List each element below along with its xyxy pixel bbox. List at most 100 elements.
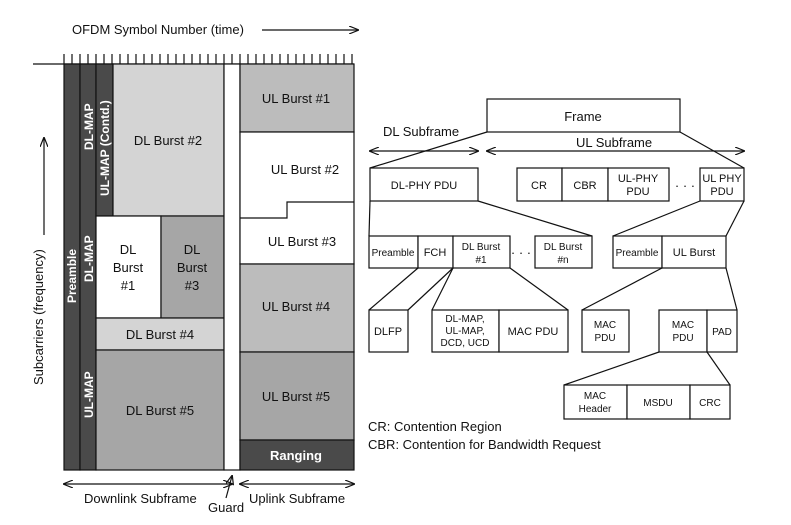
frame-to-dl-line <box>369 131 488 169</box>
tick-marks <box>63 54 353 64</box>
mac-pdu-a-line2: PDU <box>594 333 615 344</box>
ul-phy-right-line <box>725 200 745 237</box>
legend-cbr: CBR: Contention for Bandwidth Request <box>368 437 601 452</box>
dl-map-label: DL-MAP <box>82 103 96 150</box>
fch-box <box>417 235 454 269</box>
pad-label: PAD <box>712 327 732 338</box>
frame-box <box>486 98 681 133</box>
ul-burst-1-label: UL Burst #1 <box>262 91 330 106</box>
dl-dots: · · · <box>511 245 531 260</box>
ul-preamble-label: Preamble <box>616 248 659 259</box>
uplink-frame: UL Burst #1 UL Burst #2 UL Burst #3 UL B… <box>239 63 355 471</box>
cr-label: CR <box>531 180 547 192</box>
dl-burst-1-line1: DL <box>120 242 137 257</box>
cbr-box <box>561 167 609 202</box>
dlfp-label: DLFP <box>374 326 402 338</box>
crc-box <box>689 384 731 420</box>
ul-map-label: UL-MAP <box>82 371 96 418</box>
dl-burst-n-line1: DL Burst <box>544 242 583 253</box>
dl-map-group-line3: DCD, UCD <box>441 338 490 349</box>
msdu-label: MSDU <box>643 398 672 409</box>
ul-phy-left-line <box>612 200 701 237</box>
ul-burst-2-3-area <box>239 131 355 265</box>
ul-burst-box-label: UL Burst <box>673 247 715 259</box>
freq-axis-label: Subcarriers (frequency) <box>31 249 46 385</box>
ulburst-left-line <box>581 267 663 311</box>
dl-burst-1-box-line2: #1 <box>475 255 487 266</box>
ul-burst-2-label: UL Burst #2 <box>271 162 339 177</box>
guard-pointer <box>225 476 232 499</box>
ul-phy-pdu-n-box <box>699 167 745 202</box>
downlink-frame: Preamble DL-MAP DL-MAP UL-MAP UL-MAP (Co… <box>63 63 241 471</box>
dl-burst-1-line2: Burst <box>113 260 144 275</box>
ul-burst-box <box>661 235 727 269</box>
dl-phy-pdu-label: DL-PHY PDU <box>391 180 457 192</box>
ul-phy-pdu-1-line2: PDU <box>626 186 649 198</box>
frame-to-ul-line <box>679 131 745 169</box>
mac-pdu-b-line2: PDU <box>672 333 693 344</box>
cr-box <box>516 167 563 202</box>
dl-map-group-line2: UL-MAP, <box>445 326 484 337</box>
dl-burst-3 <box>160 215 225 319</box>
dl-burst-2 <box>112 63 225 217</box>
dl-preamble-label: Preamble <box>372 248 415 259</box>
fch-right-line <box>407 267 454 311</box>
dl-phy-pdu-box <box>369 167 479 202</box>
dl-burst-1 <box>95 215 162 319</box>
dl-burst-n-line2: #n <box>557 255 568 266</box>
dl-burst-5 <box>95 349 225 471</box>
mac-header-box <box>563 384 628 420</box>
msdu-box <box>626 384 691 420</box>
ul-dots: · · · <box>675 178 695 193</box>
ul-burst-4 <box>239 263 355 353</box>
ul-phy-pdu-n-line2: PDU <box>710 186 733 198</box>
dl-burst-3-line2: Burst <box>177 260 208 275</box>
dl-burst-5-label: DL Burst #5 <box>126 403 194 418</box>
ranging-label: Ranging <box>270 448 322 463</box>
ul-map-contd-label: UL-MAP (Contd.) <box>98 100 112 196</box>
downlink-subframe-label: Downlink Subframe <box>84 491 197 506</box>
ulburst-right-line <box>725 267 738 311</box>
fch-label: FCH <box>424 247 447 259</box>
dl-phy-right-line <box>477 200 593 237</box>
mac-pdu-box <box>498 309 569 353</box>
dl-burst-2-label: DL Burst #2 <box>134 133 202 148</box>
pad-box <box>706 309 738 353</box>
mac-pdu-label: MAC PDU <box>508 326 559 338</box>
uplink-subframe-label: Uplink Subframe <box>249 491 345 506</box>
dl-map-label-2: DL-MAP <box>82 235 96 282</box>
mac-pdu-b-box <box>658 309 708 353</box>
dl-phy-left-line <box>368 200 371 237</box>
ul-preamble-box <box>612 235 663 269</box>
dl-burst-n-box <box>534 235 593 269</box>
guard-label: Guard <box>208 500 244 515</box>
ul-phy-pdu-n-line1: UL PHY <box>702 173 742 185</box>
mac-pdu-a-line1: MAC <box>594 320 616 331</box>
dl-burst-4 <box>95 317 225 351</box>
mac-header-line1: MAC <box>584 391 606 402</box>
preamble-label: Preamble <box>65 249 79 303</box>
dl-subframe-label: DL Subframe <box>383 124 459 139</box>
burst1-right-line <box>509 267 569 311</box>
ul-burst-5-label: UL Burst #5 <box>262 389 330 404</box>
dl-map-group-box <box>431 309 500 353</box>
macpdu-right-line <box>706 351 731 386</box>
ul-phy-pdu-1-box <box>607 167 670 202</box>
guard-gap <box>223 63 241 471</box>
burst1-left-line <box>431 267 454 311</box>
dl-burst-3-line1: DL <box>184 242 201 257</box>
crc-label: CRC <box>699 398 721 409</box>
frame-structure-tree: Frame DL Subframe UL Subframe DL-PHY PDU… <box>368 98 745 420</box>
ul-burst-1 <box>239 63 355 133</box>
dl-burst-3-line3: #3 <box>185 278 199 293</box>
mac-pdu-a-box <box>581 309 630 353</box>
ul-burst-3-label: UL Burst #3 <box>268 234 336 249</box>
dl-burst-1-box-line1: DL Burst <box>462 242 501 253</box>
dl-map-group-line1: DL-MAP, <box>445 314 484 325</box>
mac-pdu-b-line1: MAC <box>672 320 694 331</box>
ul-phy-pdu-1-line1: UL-PHY <box>618 173 659 185</box>
time-axis-label: OFDM Symbol Number (time) <box>72 22 244 37</box>
fch-left-line <box>368 267 419 311</box>
frame-label: Frame <box>564 109 602 124</box>
ranging-slot <box>239 439 355 471</box>
